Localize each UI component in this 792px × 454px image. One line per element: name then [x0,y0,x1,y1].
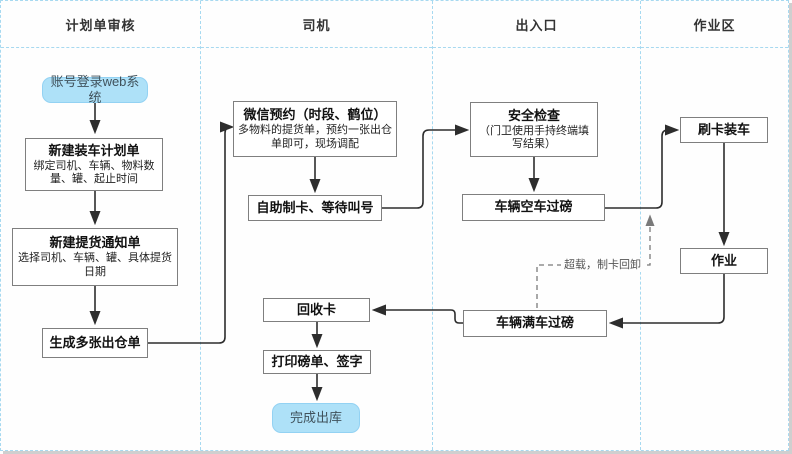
node-create-loading-plan: 新建装车计划单 绑定司机、车辆、物料数量、罐、起止时间 [25,138,163,191]
node-empty-vehicle-weighing: 车辆空车过磅 [462,194,605,221]
canvas-shadow-bottom [3,451,792,454]
node-wechat-reservation: 微信预约（时段、鹤位） 多物料的提货单，预约一张出仓单即可，现场调配 [233,101,397,157]
lane-header-driver: 司机 [201,1,432,48]
node-create-pickup-notice: 新建提货通知单 选择司机、车辆、罐、具体提货日期 [12,228,178,286]
node-recycle-card: 回收卡 [263,298,370,322]
lane-gate: 出入口 [433,1,641,450]
lane-work-area: 作业区 [641,1,788,450]
node-swipe-card-loading: 刷卡装车 [680,117,768,143]
canvas-shadow-right [789,3,792,454]
lane-header-work-area: 作业区 [641,1,788,48]
lane-driver: 司机 [201,1,433,450]
lane-header-gate: 出入口 [433,1,640,48]
lane-header-plan-review: 计划单审核 [1,1,200,48]
node-safety-check: 安全检查 （门卫使用手持终端填写结果） [470,102,598,157]
node-full-vehicle-weighing: 车辆满车过磅 [463,310,607,337]
node-login-web-label: 账号登录web系统 [50,73,140,105]
node-self-card-waiting: 自助制卡、等待叫号 [248,195,382,221]
node-print-weigh-slip: 打印磅单、签字 [263,350,371,374]
node-finish-outbound: 完成出库 [272,403,360,433]
node-generate-outbound-orders: 生成多张出仓单 [42,328,148,358]
edge-label-overload: 超载，制卡回卸 [561,258,644,272]
lane-plan-review: 计划单审核 [1,1,201,450]
node-login-web: 账号登录web系统 [42,74,148,105]
node-operation: 作业 [680,248,768,274]
